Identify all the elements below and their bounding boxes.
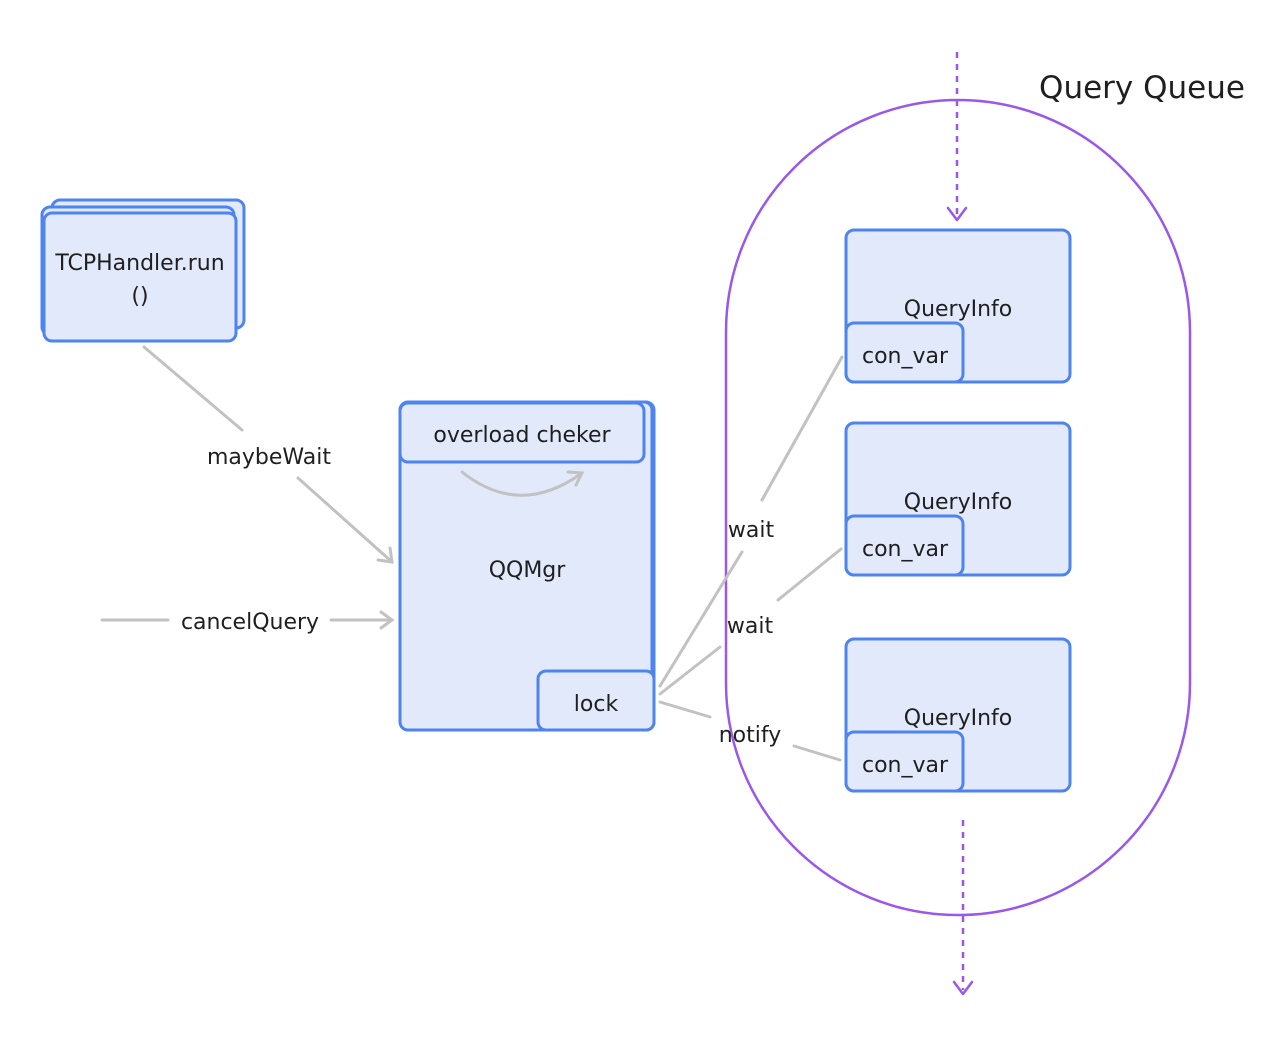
tcp-handler-box — [42, 211, 238, 343]
tcp-handler-label-line2: () — [131, 284, 148, 309]
notify-edge: notify — [658, 700, 842, 762]
query-info-node-3: QueryInfo con_var — [844, 637, 1072, 793]
maybe-wait-edge: maybeWait — [142, 345, 394, 564]
wait-edge-2: wait — [658, 547, 843, 696]
con-var-label: con_var — [862, 537, 949, 562]
overload-checker-loop-arrow — [460, 470, 584, 497]
qqmgr-node: overload cheker QQMgr lock — [398, 400, 656, 732]
query-info-label: QueryInfo — [904, 490, 1013, 515]
qqmgr-title: QQMgr — [489, 558, 567, 583]
con-var-label: con_var — [862, 753, 949, 778]
con-var-box — [844, 321, 965, 384]
con-var-box — [844, 730, 965, 793]
wait-edge-1: wait — [658, 355, 844, 688]
tcp-handler-label-line1: TCPHandler.run — [54, 251, 224, 276]
overload-checker-loop-arrowhead — [566, 470, 585, 487]
cancel-query-edge: cancelQuery — [100, 610, 395, 635]
wait-label-1: wait — [728, 518, 775, 543]
wait-label-2: wait — [727, 614, 774, 639]
lock-label: lock — [574, 692, 619, 717]
lock-box — [536, 669, 656, 732]
con-var-label: con_var — [862, 344, 949, 369]
maybe-wait-label: maybeWait — [207, 445, 331, 470]
queue-outflow-arrow — [952, 820, 974, 996]
notify-label: notify — [719, 723, 782, 748]
cancel-query-label: cancelQuery — [181, 610, 319, 635]
tcp-handler-node: TCPHandler.run () — [40, 198, 246, 343]
overload-checker-label: overload cheker — [433, 423, 611, 448]
con-var-box — [844, 514, 965, 577]
query-info-label: QueryInfo — [904, 706, 1013, 731]
query-info-node-2: QueryInfo con_var — [844, 421, 1072, 577]
query-info-label: QueryInfo — [904, 297, 1013, 322]
query-info-node-1: QueryInfo con_var — [844, 228, 1072, 384]
overload-checker-box — [398, 401, 646, 464]
queue-inflow-arrow — [946, 52, 968, 222]
query-queue-title: Query Queue — [1039, 70, 1245, 106]
